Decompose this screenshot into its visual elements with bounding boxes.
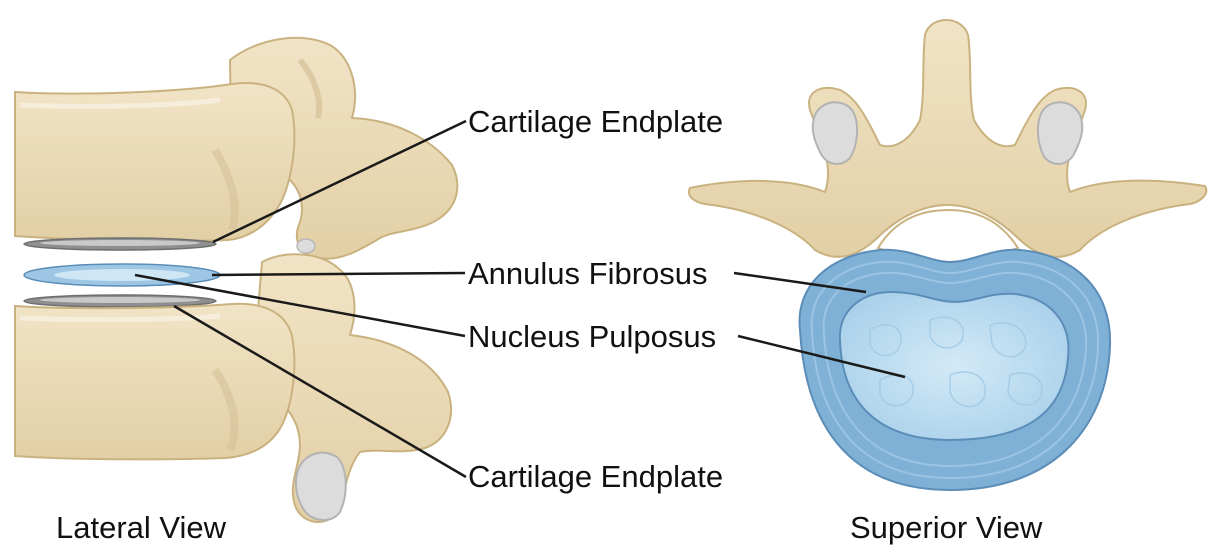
label-cartilage-endplate-top: Cartilage Endplate bbox=[468, 106, 723, 137]
label-cartilage-endplate-bottom: Cartilage Endplate bbox=[468, 461, 723, 492]
lower-vertebral-body bbox=[15, 304, 294, 460]
label-annulus-fibrosus: Annulus Fibrosus bbox=[468, 258, 708, 289]
superior-view-illustration bbox=[689, 20, 1206, 490]
inferior-facet bbox=[296, 453, 346, 520]
facet-joint bbox=[297, 239, 315, 253]
right-facet bbox=[1038, 102, 1082, 164]
left-facet bbox=[813, 102, 857, 164]
lateral-view-illustration bbox=[15, 38, 457, 522]
label-nucleus-pulposus: Nucleus Pulposus bbox=[468, 321, 716, 352]
leader-annulus-fibrosus-lateral bbox=[212, 273, 465, 275]
caption-superior-view: Superior View bbox=[850, 512, 1042, 543]
caption-lateral-view: Lateral View bbox=[56, 512, 226, 543]
nucleus-pulposus-shape bbox=[840, 292, 1069, 440]
